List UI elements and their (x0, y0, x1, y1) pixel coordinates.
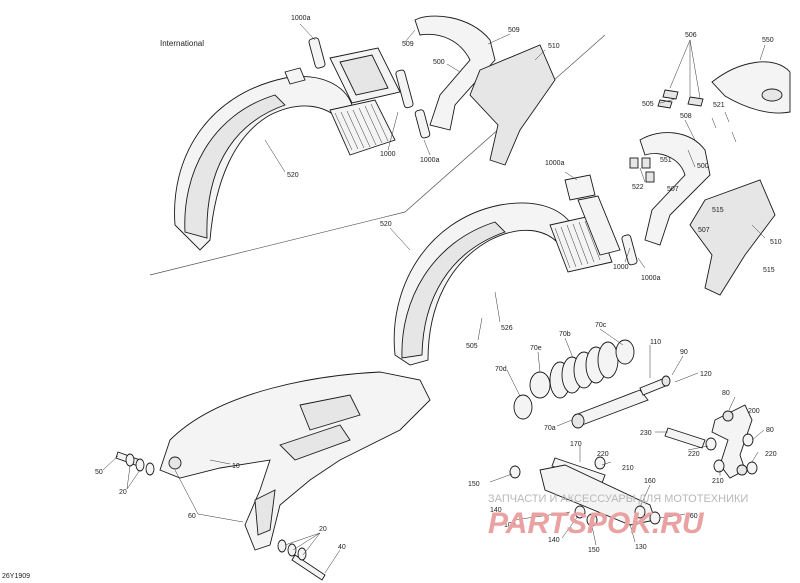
callout-60: 60 (188, 513, 196, 520)
callout-515: 515 (763, 267, 775, 274)
callout-510: 510 (548, 43, 560, 50)
callout-526: 526 (501, 325, 513, 332)
callout-230: 230 (640, 430, 652, 437)
callout-20: 20 (319, 526, 327, 533)
callout-550: 550 (762, 37, 774, 44)
callout-506: 506 (685, 32, 697, 39)
callout-507: 507 (667, 186, 679, 193)
callout-508: 508 (680, 113, 692, 120)
rear-fender-standard (393, 202, 613, 366)
axle-bolt-40 (277, 539, 326, 581)
watermark: ЗАПЧАСТИ И АКСЕССУАРЫ ДЛЯ МОТОТЕХНИКИ PA… (488, 493, 748, 540)
callout-1000a: 1000a (545, 160, 565, 167)
callout-1000a: 1000a (420, 157, 440, 164)
callout-70c: 70c (595, 322, 607, 329)
callout-220: 220 (688, 451, 700, 458)
callout-160: 160 (644, 478, 656, 485)
callout-220: 220 (765, 451, 777, 458)
callout-20: 20 (119, 489, 127, 496)
bushings-washers (509, 433, 758, 527)
callout-1000: 1000 (380, 151, 396, 158)
callout-509: 509 (508, 27, 520, 34)
callout-120: 120 (700, 371, 712, 378)
callout-500: 500 (433, 59, 445, 66)
rear-fender-international (174, 67, 396, 251)
callout-90: 90 (680, 349, 688, 356)
callout-505: 505 (642, 101, 654, 108)
callout-80: 80 (722, 390, 730, 397)
callout-50: 50 (95, 469, 103, 476)
callout-140: 140 (548, 537, 560, 544)
callout-labels: 1000a 509 509 510 500 1000 1000a 520 506… (95, 15, 782, 554)
fender-reflector-fins-2 (554, 220, 601, 269)
shock-absorber-70 (513, 339, 671, 429)
callout-522: 522 (632, 184, 644, 191)
clips-522 (629, 157, 655, 183)
callout-1000: 1000 (613, 264, 629, 271)
callout-70a: 70a (544, 425, 556, 432)
callout-10: 10 (232, 463, 240, 470)
clips-506 (657, 89, 704, 109)
rocker-arm-200 (711, 404, 753, 479)
callout-521: 521 (713, 102, 725, 109)
callout-1000a: 1000a (641, 275, 661, 282)
callout-100: 100 (504, 522, 516, 529)
callout-70e: 70e (530, 345, 542, 352)
callout-220: 220 (597, 451, 609, 458)
callout-520: 520 (287, 172, 299, 179)
leader-lines (102, 23, 766, 574)
callout-515: 515 (712, 207, 724, 214)
pin-230 (664, 427, 706, 449)
callout-210: 210 (622, 465, 634, 472)
callout-551: 551 (660, 157, 672, 164)
callout-80: 80 (766, 427, 774, 434)
drawing-code: 26Y1909 (2, 573, 30, 580)
callout-70d: 70d (495, 366, 507, 373)
callout-150: 150 (588, 547, 600, 554)
axle-bolt-50 (115, 451, 155, 476)
callout-509: 509 (402, 41, 414, 48)
watermark-logo: PARTSPOK.RU (488, 507, 705, 540)
shock-spring-70b (549, 341, 619, 399)
international-label: International (160, 39, 204, 48)
reflector-1000a-upper (308, 37, 431, 139)
callout-507: 507 (698, 227, 710, 234)
callout-1000a: 1000a (291, 15, 311, 22)
callout-520: 520 (380, 221, 392, 228)
swing-arm-10 (159, 371, 431, 551)
callout-150: 150 (468, 481, 480, 488)
callout-500: 500 (697, 163, 709, 170)
callout-160: 160 (686, 513, 698, 520)
fender-reflector-fins (334, 103, 389, 151)
callout-40: 40 (338, 544, 346, 551)
callout-210: 210 (712, 478, 724, 485)
seat-cover-550 (711, 61, 791, 114)
callout-510: 510 (770, 239, 782, 246)
screws-521 (711, 111, 737, 143)
callout-140: 140 (490, 507, 502, 514)
callout-130: 130 (635, 544, 647, 551)
license-plate-bracket (329, 47, 401, 104)
watermark-caption: ЗАПЧАСТИ И АКСЕССУАРЫ ДЛЯ МОТОТЕХНИКИ (488, 493, 748, 505)
callout-505: 505 (466, 343, 478, 350)
callout-170: 170 (570, 441, 582, 448)
callout-110: 110 (650, 339, 661, 346)
callout-200: 200 (748, 408, 760, 415)
callout-70b: 70b (559, 331, 571, 338)
mount-bracket-500-upper (414, 15, 556, 166)
